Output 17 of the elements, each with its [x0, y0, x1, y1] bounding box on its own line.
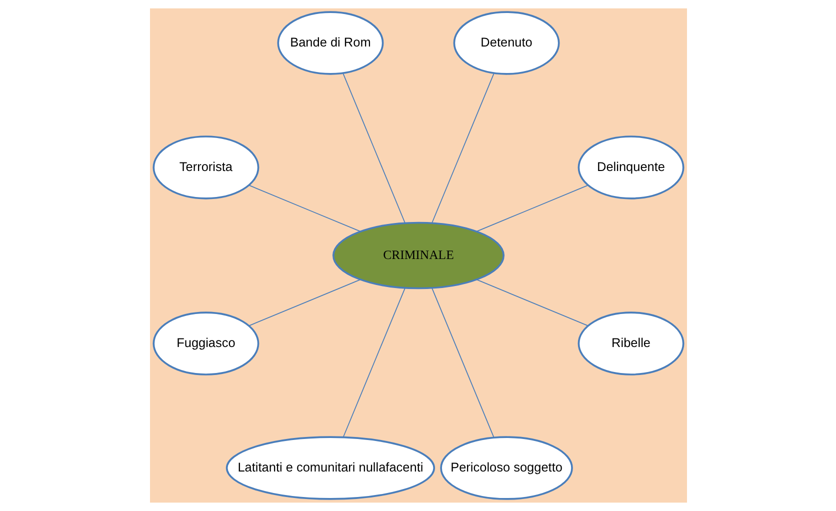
connector: [431, 72, 494, 224]
connector: [476, 184, 588, 232]
connector: [431, 288, 494, 438]
node-ellipse: CRIMINALE: [332, 222, 504, 290]
node-ellipse: Terrorista: [152, 136, 259, 200]
connector: [342, 288, 405, 438]
node-ellipse: Latitanti e comunitari nullafacenti: [225, 436, 435, 500]
connector: [476, 279, 588, 326]
node-ellipse: Pericoloso soggetto: [440, 436, 572, 500]
node-ellipse: Detenuto: [452, 11, 560, 75]
node-ellipse: Ribelle: [577, 312, 684, 376]
connector: [342, 72, 405, 224]
node-ellipse: Bande di Rom: [276, 11, 384, 75]
node-ellipse: Fuggiasco: [152, 312, 259, 376]
node-ellipse: Delinquente: [577, 136, 684, 200]
connector: [248, 279, 360, 326]
connector: [248, 184, 360, 232]
